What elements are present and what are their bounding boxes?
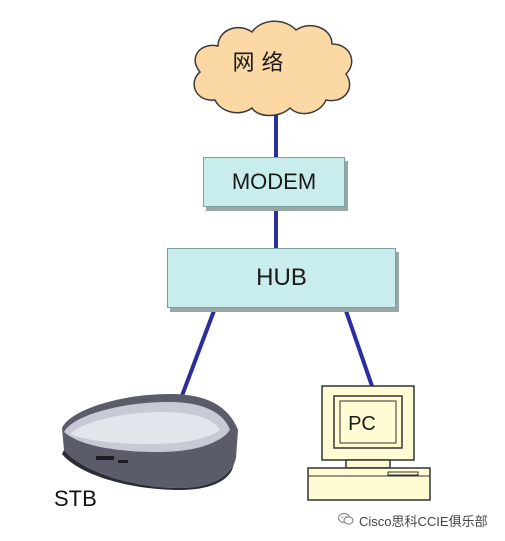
watermark: Cisco思科CCIE俱乐部 (337, 511, 488, 530)
network-cloud: 网 络 (193, 20, 353, 117)
cloud-label: 网 络 (233, 51, 284, 76)
watermark-text: Cisco思科CCIE俱乐部 (359, 514, 488, 529)
modem-box: MODEM (203, 157, 345, 207)
stb-device (62, 394, 238, 490)
link-hub-pc (343, 307, 374, 387)
pc-label: PC (348, 413, 376, 435)
modem-label: MODEM (231, 169, 317, 194)
link-hub-stb (178, 307, 217, 402)
stb-label: STB (54, 486, 97, 511)
pc-computer: PC (307, 385, 431, 501)
hub-box: HUB (167, 248, 396, 308)
hub-label: HUB (256, 264, 307, 291)
wechat-icon (337, 512, 354, 529)
